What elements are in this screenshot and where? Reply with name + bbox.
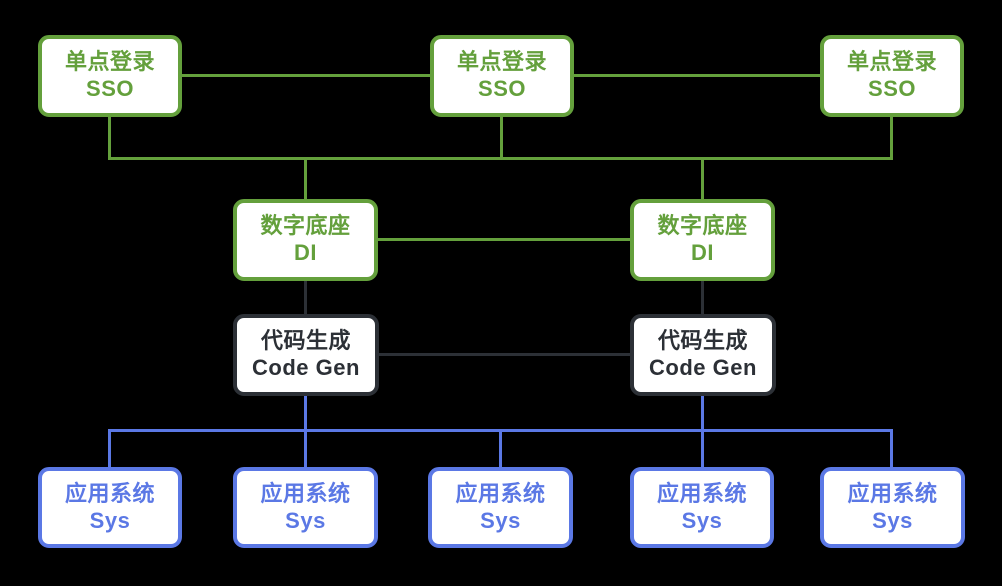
node-di-2: 数字底座 DI (630, 199, 775, 281)
node-di-2-label-zh: 数字底座 (657, 213, 748, 239)
node-sso-2-label-zh: 单点登录 (456, 49, 547, 75)
node-di-2-label-en: DI (691, 240, 714, 265)
edge-sso-bus (108, 157, 893, 160)
node-codegen-2: 代码生成 Code Gen (630, 314, 776, 396)
node-sys-4-label-zh: 应用系统 (656, 480, 747, 506)
edge-di1-di2 (378, 238, 630, 241)
node-sso-3-label-en: SSO (868, 76, 916, 101)
node-sys-2: 应用系统 Sys (233, 467, 378, 548)
node-sys-1-label-en: Sys (89, 507, 131, 533)
edge-sso2-bus (500, 117, 503, 160)
node-sys-1-label-zh: 应用系统 (64, 480, 155, 506)
node-sys-5-label-en: Sys (872, 507, 913, 533)
node-sso-1-label-en: SSO (86, 76, 134, 101)
node-sys-3: 应用系统 Sys (428, 467, 573, 548)
node-sys-3-label-zh: 应用系统 (455, 480, 546, 506)
node-sso-1-label-zh: 单点登录 (64, 49, 155, 75)
edge-sso1-sso2 (182, 74, 430, 77)
edge-sso3-bus (890, 117, 893, 160)
edge-bus-sys5 (890, 429, 893, 467)
node-codegen-1-label-zh: 代码生成 (260, 328, 351, 354)
edge-sso1-bus (108, 117, 111, 160)
edge-bus-di2 (701, 157, 704, 199)
node-di-1: 数字底座 DI (233, 199, 378, 281)
edge-di2-codegen2 (701, 281, 704, 314)
edge-bus-sys1 (108, 429, 111, 467)
node-codegen-2-label-zh: 代码生成 (657, 328, 748, 354)
node-sys-3-label-en: Sys (480, 507, 521, 533)
edge-bus-di1 (304, 157, 307, 199)
node-sys-5-label-zh: 应用系统 (847, 480, 938, 506)
node-di-1-label-en: DI (294, 240, 317, 265)
node-sys-4-label-en: Sys (681, 507, 723, 533)
node-sys-2-label-en: Sys (285, 507, 326, 533)
node-sso-2: 单点登录 SSO (430, 35, 574, 117)
node-di-1-label-zh: 数字底座 (260, 213, 351, 239)
node-sys-4: 应用系统 Sys (630, 467, 774, 548)
edge-sso2-sso3 (574, 74, 820, 77)
node-sso-3-label-zh: 单点登录 (846, 49, 937, 75)
node-codegen-1-label-en: Code Gen (252, 355, 360, 380)
node-sys-2-label-zh: 应用系统 (260, 480, 351, 506)
node-sso-2-label-en: SSO (478, 76, 526, 101)
node-sso-3: 单点登录 SSO (820, 35, 964, 117)
edge-di1-codegen1 (304, 281, 307, 314)
node-sys-1: 应用系统 Sys (38, 467, 182, 548)
node-codegen-2-label-en: Code Gen (649, 355, 757, 380)
edge-codegen1-codegen2 (379, 353, 630, 356)
node-sso-1: 单点登录 SSO (38, 35, 182, 117)
edge-bus-sys3 (499, 429, 502, 467)
node-sys-5: 应用系统 Sys (820, 467, 965, 548)
node-codegen-1: 代码生成 Code Gen (233, 314, 379, 396)
